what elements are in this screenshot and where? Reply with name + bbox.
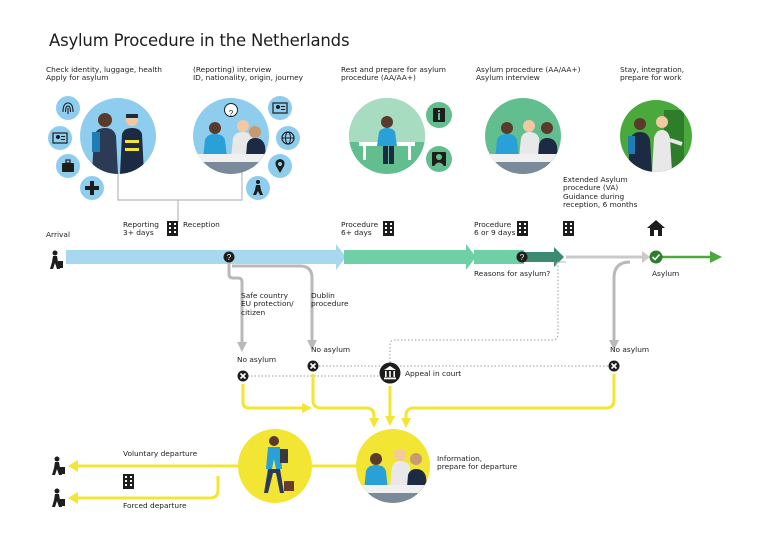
medical-icon [80,176,104,200]
question-icon: ? [516,251,528,263]
question-icon: ? [223,251,235,263]
label-no-asylum-2: No asylum [311,345,351,354]
yellow-forced [76,476,220,500]
arrow-segment-reporting [66,250,336,264]
arrow-head-reporting [336,244,346,270]
branch-extended [612,260,631,344]
label-reporting-days: Reporting 3+ days [123,220,159,238]
globe-icon [276,126,300,150]
label-no-asylum-3: No asylum [610,345,650,354]
building-icon [517,221,528,236]
label-reception: Reception [183,220,220,229]
building-icon [167,221,178,236]
arrow-head-extended [642,251,650,263]
yellow-dublin [311,374,376,420]
connector-check-to-reception [117,170,179,222]
arrow-head-rest [466,244,476,270]
svg-text:?: ? [227,253,232,262]
house-icon [647,220,665,236]
passport-photo-icon [48,126,72,150]
svg-text:?: ? [520,253,525,262]
check-identity-illustration [80,98,156,174]
arrow-head-asylum [710,251,722,263]
check-icon [649,250,663,264]
doctor-icon [426,146,452,172]
label-extended-procedure: Extended Asylum procedure (VA) Guidance … [563,175,638,210]
cross-icon [608,360,620,372]
fingerprint-icon [56,96,80,120]
label-asylum-procedure: Asylum procedure (AA/AA+) Asylum intervi… [476,65,581,83]
cross-icon [237,370,249,382]
info-icon [426,102,452,128]
court-icon [379,362,401,384]
arrow-segment-rest [344,250,466,264]
branch-dublin [232,264,314,344]
label-safe-country: Safe country EU protection/ citizen [241,291,294,317]
traveller-icon [52,456,65,475]
page-title: Asylum Procedure in the Netherlands [49,31,350,50]
rest-illustration [349,98,425,174]
connector-interview-to-reception [178,172,243,201]
dotted-appeal-to-extended [389,264,559,366]
yellow-extended [404,374,616,420]
arrow-segment-procedure-dark [524,252,554,262]
label-reporting-interview: (Reporting) interview ID, nationality, o… [193,65,304,83]
id-card-icon [268,96,292,120]
building-icon [563,221,574,236]
svg-text:?: ? [229,109,234,118]
route-icon [246,176,270,200]
suitcase-icon [56,154,80,178]
label-voluntary-departure: Voluntary departure [123,449,198,458]
label-forced-departure: Forced departure [123,501,187,510]
label-rest: Rest and prepare for asylum procedure (A… [341,65,447,83]
label-stay: Stay, integration, prepare for work [620,65,685,83]
building-icon [123,474,134,489]
cross-icon [307,360,319,372]
asylum-interview-illustration [485,98,561,174]
question-icon: ? [224,103,238,118]
label-dublin: Dublin procedure [311,291,349,309]
label-arrival: Arrival [46,230,71,239]
arrow-head-procedure [554,247,564,267]
location-pin-icon [268,154,292,178]
label-procedure-6: Procedure 6+ days [341,220,379,238]
label-procedure-6-9: Procedure 6 or 9 days [474,220,516,238]
traveller-icon [50,250,63,269]
branch-safe-country [227,262,244,346]
stay-integration-illustration [620,100,692,172]
label-asylum: Asylum [652,269,680,278]
yellow-safe-country [241,384,304,410]
traveller-icon [52,488,65,507]
label-check-identity: Check identity, luggage, health Apply fo… [46,65,162,83]
label-information: Information, prepare for departure [437,454,518,472]
information-illustration [356,429,430,503]
traveller-departure-illustration [238,429,312,503]
label-appeal: Appeal in court [405,369,462,378]
arrow-segment-procedure [474,250,524,264]
label-reasons: Reasons for asylum? [474,269,551,278]
label-no-asylum-1: No asylum [237,355,277,364]
building-icon [383,221,394,236]
